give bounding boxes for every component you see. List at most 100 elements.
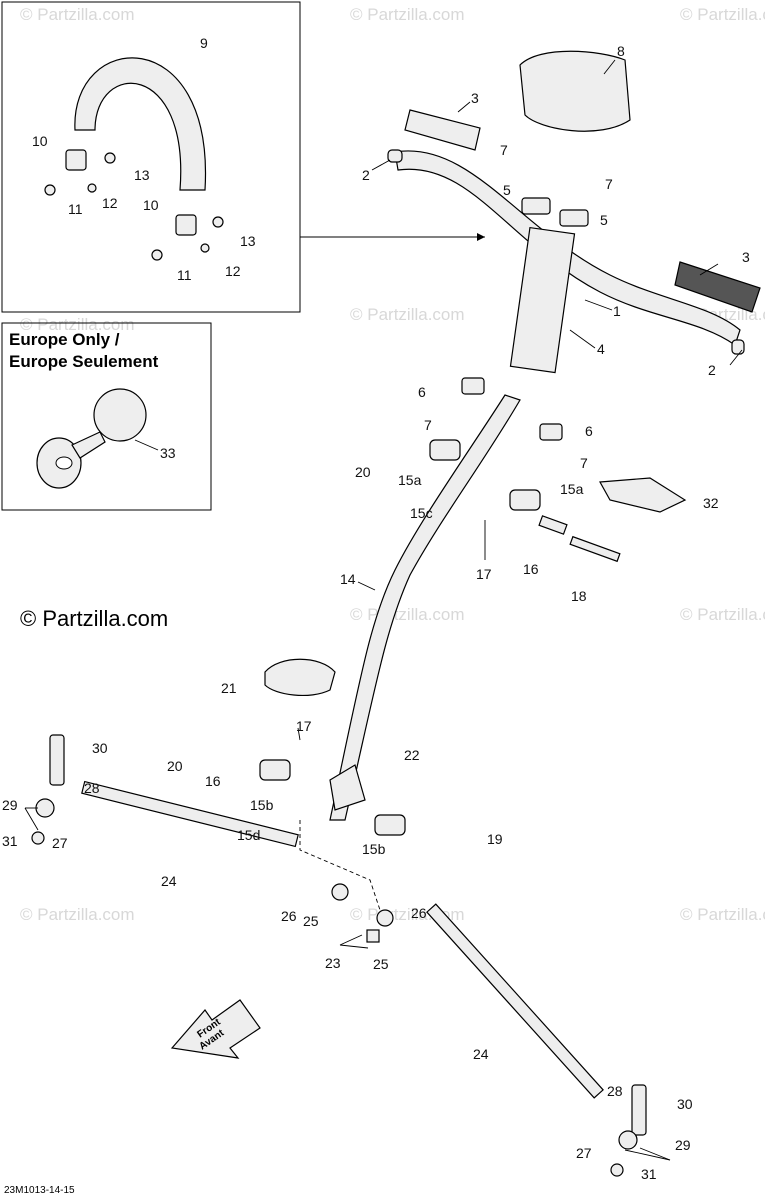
ball-joint-bolt xyxy=(631,1084,647,1136)
callout-15b: 15b xyxy=(250,797,274,813)
bar-end-plug xyxy=(387,149,403,163)
callout-20: 20 xyxy=(167,758,183,774)
copyright-notice: © Partzilla.com xyxy=(20,606,168,631)
washer xyxy=(87,183,97,193)
tie-rods xyxy=(31,734,647,1177)
watermark: © Partzilla.com xyxy=(350,305,465,324)
watermark: © Partzilla.com xyxy=(20,5,135,24)
callout-2: 2 xyxy=(708,362,716,378)
watermark: © Partzilla.com xyxy=(20,905,135,924)
washer xyxy=(200,243,210,253)
callout-19: 19 xyxy=(487,831,503,847)
bolt xyxy=(569,535,621,563)
callout-28: 28 xyxy=(84,780,100,796)
nut xyxy=(212,216,224,228)
callout-4: 4 xyxy=(597,341,605,357)
callout-28: 28 xyxy=(607,1083,623,1099)
grip xyxy=(674,261,761,313)
callout-12: 12 xyxy=(102,195,118,211)
callout-7: 7 xyxy=(580,455,588,471)
callout-29: 29 xyxy=(2,797,18,813)
watermark: © Partzilla.com xyxy=(350,5,465,24)
grip xyxy=(404,109,481,151)
callout-24: 24 xyxy=(473,1046,489,1062)
clamp xyxy=(521,197,551,215)
spacer xyxy=(538,515,568,535)
pad-clamp xyxy=(65,149,87,171)
horn-neck xyxy=(71,431,106,459)
cover-plate xyxy=(599,477,687,513)
watermark: © Partzilla.com xyxy=(350,605,465,624)
callout-32: 32 xyxy=(703,495,719,511)
callout-7: 7 xyxy=(605,176,613,192)
screw xyxy=(151,249,163,261)
cover xyxy=(264,658,336,696)
bushing-holder xyxy=(509,489,541,511)
watermark: © Partzilla.com xyxy=(680,5,765,24)
callout-17: 17 xyxy=(296,718,312,734)
europe-title: Europe Only / xyxy=(9,330,120,349)
callout-15c: 15c xyxy=(410,505,433,521)
callout-20: 20 xyxy=(355,464,371,480)
callout-16: 16 xyxy=(523,561,539,577)
riser-clamp xyxy=(461,377,485,395)
europe-subtitle: Europe Seulement xyxy=(9,352,159,371)
handlebar-assembly xyxy=(387,50,761,513)
callout-11: 11 xyxy=(68,201,83,217)
front-direction-arrow: Front Avant xyxy=(170,999,261,1059)
diagram-code: 23M1013-14-15 xyxy=(4,1185,75,1196)
callout-7: 7 xyxy=(424,417,432,433)
callout-5: 5 xyxy=(600,212,608,228)
watermark-layer: © Partzilla.com © Partzilla.com © Partzi… xyxy=(20,5,765,924)
callout-25: 25 xyxy=(303,913,319,929)
callout-1: 1 xyxy=(613,303,621,319)
handlebar-pad xyxy=(74,57,207,191)
callout-7: 7 xyxy=(500,142,508,158)
callout-30: 30 xyxy=(92,740,108,756)
watermark: © Partzilla.com xyxy=(680,605,765,624)
callout-24: 24 xyxy=(161,873,177,889)
bar-end-plug xyxy=(731,339,745,355)
nut xyxy=(610,1163,624,1177)
callout-16: 16 xyxy=(205,773,221,789)
callout-12: 12 xyxy=(225,263,241,279)
clamp xyxy=(559,209,589,227)
callout-22: 22 xyxy=(404,747,420,763)
nut xyxy=(31,831,45,845)
bushing-holder xyxy=(259,759,291,781)
bushing-holder xyxy=(374,814,406,836)
watermark: © Partzilla.com xyxy=(680,905,765,924)
pad-clamp xyxy=(175,214,197,236)
callout-15a: 15a xyxy=(560,481,584,497)
callout-6: 6 xyxy=(585,423,593,439)
callout-3: 3 xyxy=(471,90,479,106)
tie-rod xyxy=(81,780,299,848)
screw xyxy=(44,184,56,196)
callout-31: 31 xyxy=(2,833,18,849)
callout-27: 27 xyxy=(576,1145,592,1161)
ball-joint-bolt xyxy=(49,734,65,786)
horn-bulb xyxy=(93,388,147,442)
callout-30: 30 xyxy=(677,1096,693,1112)
ball-joint xyxy=(618,1130,638,1150)
callout-26: 26 xyxy=(411,905,427,921)
nut xyxy=(104,152,116,164)
handlebar-pad-cover xyxy=(519,50,631,132)
callout-10: 10 xyxy=(143,197,159,213)
watermark: © Partzilla.com xyxy=(20,315,135,334)
inset-pad-kit: 9 10 13 12 11 10 13 11 12 xyxy=(1,1,485,313)
callout-2: 2 xyxy=(362,167,370,183)
column-bracket xyxy=(329,764,366,811)
steering-column xyxy=(259,394,621,911)
callout-13: 13 xyxy=(240,233,256,249)
callout-8: 8 xyxy=(617,43,625,59)
inset-europe: Europe Only / Europe Seulement 33 xyxy=(1,322,212,511)
callout-21: 21 xyxy=(221,680,237,696)
bushing xyxy=(366,929,380,943)
riser-block xyxy=(509,226,576,374)
callout-17: 17 xyxy=(476,566,492,582)
callout-5: 5 xyxy=(503,182,511,198)
callout-3: 3 xyxy=(742,249,750,265)
bushing-holder xyxy=(429,439,461,461)
